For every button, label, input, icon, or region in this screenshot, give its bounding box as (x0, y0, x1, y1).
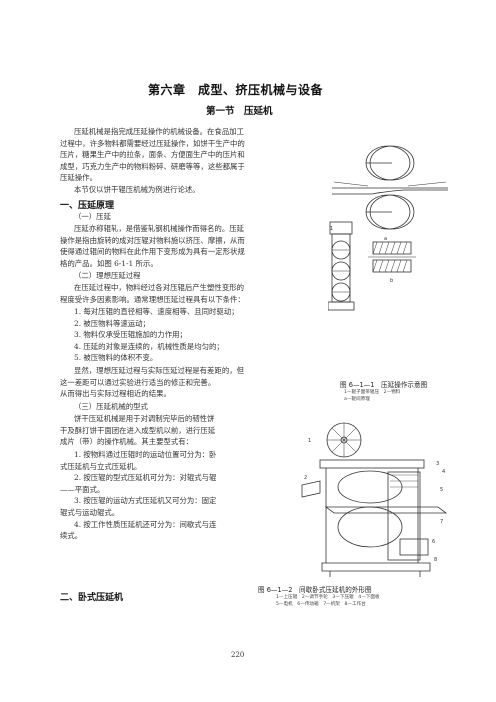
ideal-paragraph: 在压延过程中，物料经过各对压辊后产生塑性变形的 程度受许多因素影响。通常理想压延… (60, 282, 245, 305)
figure-6-1-2-legend: 1—上压辊 2—调节手轮 3—下压辊 4—下面板 (276, 595, 380, 600)
list-item-cont: 续式。 (60, 531, 83, 541)
subheading-rolling: （一）压延 (74, 212, 111, 221)
intro-line: 压延操作。 (60, 173, 97, 183)
intro-paragraph: 压延机械是指完成压延操作的机械设备。在食品加工 过程中，许多物料都需要经过压延操… (60, 126, 245, 196)
figure-6-1-2: 1 2 3 4 5 6 7 8 (300, 415, 450, 580)
list-item: 3. 按压辊的运动方式压延机又可分为：固定 (74, 496, 217, 506)
figure-6-1-1-caption: 图 6—1—1 压延操作示意图 (340, 381, 428, 389)
fig2-label: 1 (308, 438, 311, 444)
fig1-label-b: b (390, 278, 393, 284)
figure-6-1-1: 1 a b (327, 130, 448, 385)
list-item: 3. 物料仅承受压辊施加的力作用； (74, 330, 187, 340)
figure-6-1-2-caption: 图 6—1—2 间歇卧式压延机的外形图 (258, 586, 372, 594)
intro-line: 本节仅以饼干辊压机械为例进行论述。 (74, 184, 200, 194)
text-line: 饼干压延机械是用于对调制完毕后的韧性饼 (74, 414, 215, 423)
text-line: 在压延过程中，物料经过各对压辊后产生塑性变形的 (74, 283, 244, 292)
list-item: 2. 按压辊的型式压延机可分为：对辊式与辊 (74, 473, 217, 483)
figure-6-1-1-legend: 1—辊子面带辊压 2—物料 (344, 390, 401, 395)
text-line: 格的产品。如图 6-1-1 所示。 (60, 258, 158, 268)
intro-line: 成型，巧克力生产中的物料粉碎、研磨等等，这些都属于 (60, 161, 245, 171)
heading-horizontal-roller: 二、卧式压延机 (60, 593, 124, 603)
text-line: 显然，理想压延过程与实际压延过程是有差距的，但 (74, 366, 244, 375)
list-item: 1. 每对压辊的直径相等、速度相等、且同时驱动； (74, 307, 239, 316)
list-item-cont: 式压延机与立式压延机。 (60, 461, 142, 471)
intro-line: 过程中，许多物料都需要经过压延操作，如饼干生产中的 (60, 138, 245, 148)
list-item: 5. 被压物料的体积不变。 (74, 353, 158, 363)
text-line: 操作是指由旋转的成对压辊对物料施以挤压、摩擦，从而 (60, 235, 245, 245)
subheading-types: （三）压延机械的型式 (74, 402, 148, 411)
list-item: 4. 按工作性质压延机还可分为：间歇式与连 (74, 519, 217, 529)
text-line: 干及酥打饼干面团在进入成型机以前，进行压延 (60, 425, 216, 435)
fig2-label: 7 (440, 519, 443, 525)
types-paragraph: 饼干压延机械是用于对调制完毕后的韧性饼 干及酥打饼干面团在进入成型机以前，进行压… (60, 413, 215, 448)
types-list: 1. 按物料通过压辊时的运动位置可分为：卧 式压延机与立式压延机。 2. 按压辊… (60, 449, 216, 542)
section-title: 第一节 压延机 (206, 106, 273, 117)
horizontal-roller-machine: 1 2 3 4 5 6 7 8 (301, 422, 448, 577)
subheading-ideal: （二）理想压延过程 (74, 271, 141, 280)
figure-6-1-2-legend: 5—电机 6—传动箱 7—机架 8—工作台 (276, 602, 366, 607)
figure-6-1-1-legend: a—辊间原理 (344, 397, 370, 402)
fig2-label: 3 (436, 461, 439, 467)
fig1-label-a: a (384, 236, 387, 242)
page-number: 220 (231, 651, 245, 659)
list-item-cont: ——平面式。 (60, 484, 105, 494)
heading-principle: 一、压延原理 (60, 201, 115, 211)
text-line: 压延亦称辊轧，是借鉴轧钢机械操作而得名的。压延 (74, 224, 244, 233)
fig2-label: 2 (304, 475, 307, 481)
list-item: 2. 被压物料等速运动； (74, 318, 150, 328)
rolling-diagram: 1 a b (327, 145, 448, 311)
fig2-label: 4 (442, 469, 445, 475)
text-line: 成片（带）的操作机械。其主要型式有： (60, 437, 194, 447)
text-line: 从而得出与实际过程相近的结果。 (60, 389, 171, 399)
intro-line: 压片，糖果生产中的拉条，面条、方便面生产中的压片和 (60, 150, 245, 160)
chapter-title: 第六章 成型、挤压机械与设备 (148, 83, 324, 97)
gap-paragraph: 显然，理想压延过程与实际压延过程是有差距的，但 这一差距可以通过实验进行适当的修… (60, 365, 244, 400)
list-item: 1. 按物料通过压辊时的运动位置可分为：卧 (74, 450, 217, 459)
fig2-label: 8 (434, 557, 437, 563)
intro-line: 压延机械是指完成压延操作的机械设备。在食品加工 (74, 127, 244, 136)
list-item: 4. 压延的对象是连续的，机械性质是均匀的； (74, 341, 224, 351)
list-item-cont: 辊式与运动辊式。 (60, 507, 120, 517)
fig2-label: 5 (440, 487, 443, 493)
rolling-paragraph: 压延亦称辊轧，是借鉴轧钢机械操作而得名的。压延 操作是指由旋转的成对压辊对物料施… (60, 223, 245, 269)
text-line: 使得通过辊间的物料在此作用下变形成为具有一定形状规 (60, 247, 245, 257)
conditions-list: 1. 每对压辊的直径相等、速度相等、且同时驱动； 2. 被压物料等速运动； 3.… (74, 306, 239, 364)
text-line: 程度受许多因素影响。通常理想压延过程具有以下条件： (60, 294, 245, 304)
fig2-label: 6 (432, 539, 435, 545)
text-line: 这一差距可以通过实验进行适当的修正和完善。 (60, 377, 216, 387)
fig1-label-1: 1 (330, 226, 333, 232)
